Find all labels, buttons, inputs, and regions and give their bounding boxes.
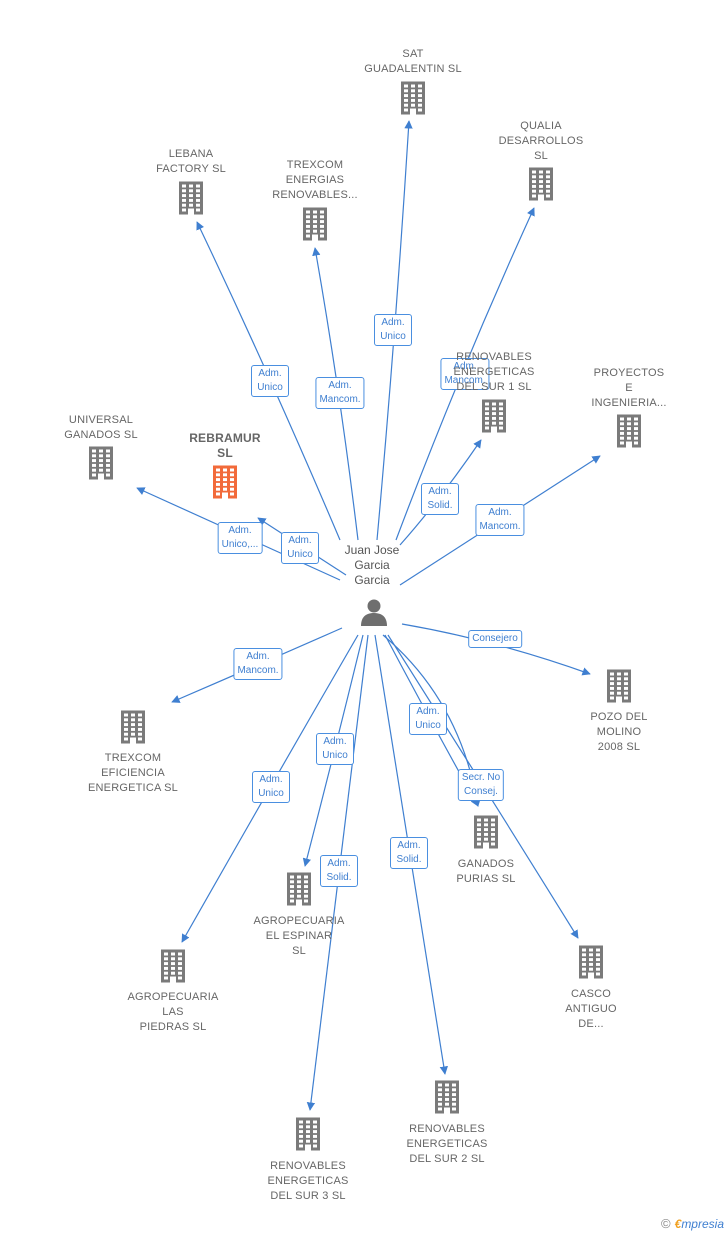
brand-logo: ©€mpresia	[661, 1216, 724, 1231]
role-tag-ganados-purias: Adm. Unico	[409, 703, 447, 735]
building-icon[interactable]	[578, 945, 604, 984]
role-tag-agro-espinar: Adm. Unico	[316, 733, 354, 765]
company-name[interactable]: TREXCOM EFICIENCIA ENERGETICA SL	[87, 752, 178, 794]
role-tag-ren-sur1: Adm. Solid.	[421, 483, 459, 515]
role-tag-proyectos: Adm. Mancom.	[475, 504, 525, 536]
center-person-name: Juan Jose Garcia Garcia	[344, 543, 400, 587]
building-icon[interactable]	[528, 167, 554, 206]
building-icon[interactable]	[400, 81, 426, 120]
company-name[interactable]: RENOVABLES ENERGETICAS DEL SUR 1 SL	[453, 351, 535, 393]
role-tag-ren-sur3: Adm. Solid.	[320, 855, 358, 887]
company-name[interactable]: PROYECTOS E INGENIERIA...	[591, 367, 667, 409]
building-icon[interactable]	[434, 1080, 460, 1119]
company-name[interactable]: AGROPECUARIA EL ESPINAR SL	[253, 915, 345, 957]
company-name[interactable]: POZO DEL MOLINO 2008 SL	[590, 711, 648, 753]
role-tag-agro-piedras: Adm. Unico	[252, 771, 290, 803]
building-icon[interactable]	[212, 465, 238, 504]
building-icon[interactable]	[481, 399, 507, 438]
person-icon[interactable]	[360, 598, 388, 631]
role-tag-sat: Adm. Unico	[374, 314, 412, 346]
role-tag-ganados-purias: Secr. No Consej.	[457, 769, 505, 801]
company-name[interactable]: UNIVERSAL GANADOS SL	[64, 414, 138, 441]
role-tag-ren-sur2: Adm. Solid.	[390, 837, 428, 869]
role-tag-qualia: Adm. Mancom.	[440, 358, 490, 390]
company-name[interactable]: TREXCOM ENERGIAS RENOVABLES...	[272, 159, 358, 201]
building-icon[interactable]	[606, 669, 632, 708]
building-icon[interactable]	[295, 1117, 321, 1156]
company-name[interactable]: QUALIA DESARROLLOS SL	[498, 120, 584, 162]
company-name[interactable]: CASCO ANTIGUO DE...	[565, 988, 617, 1030]
role-tag-rebramur: Adm. Unico	[281, 532, 319, 564]
role-tag-lebana: Adm. Unico	[251, 365, 289, 397]
building-icon[interactable]	[616, 414, 642, 453]
role-tag-trexcom-ren: Adm. Mancom.	[315, 377, 365, 409]
company-name[interactable]: SAT GUADALENTIN SL	[364, 48, 462, 75]
company-name[interactable]: GANADOS PURIAS SL	[456, 858, 516, 885]
building-icon[interactable]	[302, 207, 328, 246]
building-icon[interactable]	[178, 181, 204, 220]
building-icon[interactable]	[286, 872, 312, 911]
role-tag-trexcom-ef: Adm. Mancom.	[233, 648, 283, 680]
role-tag-universal: Adm. Unico,...	[217, 522, 263, 554]
building-icon[interactable]	[120, 710, 146, 749]
company-name[interactable]: AGROPECUARIA LAS PIEDRAS SL	[127, 991, 219, 1033]
building-icon[interactable]	[160, 949, 186, 988]
building-icon[interactable]	[473, 815, 499, 854]
company-name[interactable]: LEBANA FACTORY SL	[156, 148, 226, 175]
company-name[interactable]: RENOVABLES ENERGETICAS DEL SUR 3 SL	[267, 1160, 349, 1202]
building-icon[interactable]	[88, 446, 114, 485]
company-name[interactable]: RENOVABLES ENERGETICAS DEL SUR 2 SL	[406, 1123, 488, 1165]
company-name[interactable]: REBRAMUR SL	[189, 431, 261, 460]
role-tag-pozo: Consejero	[468, 630, 522, 648]
